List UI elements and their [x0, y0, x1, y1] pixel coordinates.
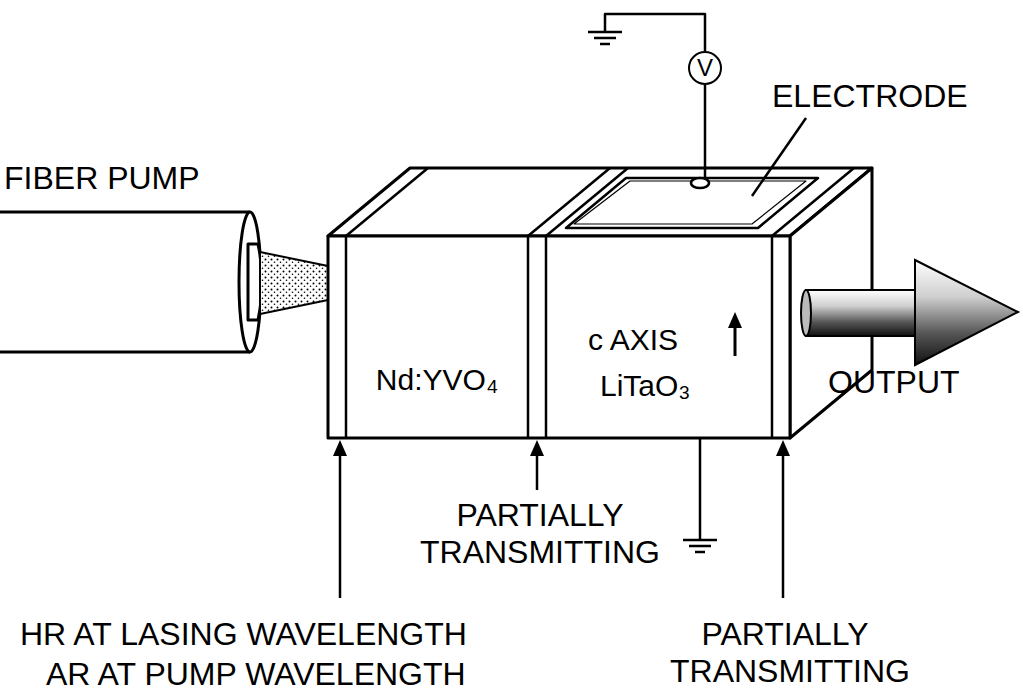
crystal-label: Nd:YVO₄ [376, 362, 498, 397]
meter-symbol: V [697, 54, 713, 82]
coating-label: HR AT LASING WAVELENGTH [20, 616, 467, 653]
coating-label: AR AT PUMP WAVELENGTH [46, 656, 466, 693]
voltmeter-circle: V [688, 51, 722, 85]
crystal-face: c AXIS LiTaO₃ [546, 236, 772, 438]
callout-label: OUTPUT [828, 364, 960, 401]
callout-label: ELECTRODE [772, 78, 968, 115]
crystal-label: LiTaO₃ [600, 368, 691, 403]
callout-label: FIBER PUMP [4, 160, 200, 197]
crystal-face: Nd:YVO₄ [346, 236, 528, 438]
crystal-label: c AXIS [588, 322, 678, 357]
coating-label: PARTIALLY TRANSMITTING [410, 497, 670, 571]
coating-label: PARTIALLY TRANSMITTING [670, 616, 900, 690]
